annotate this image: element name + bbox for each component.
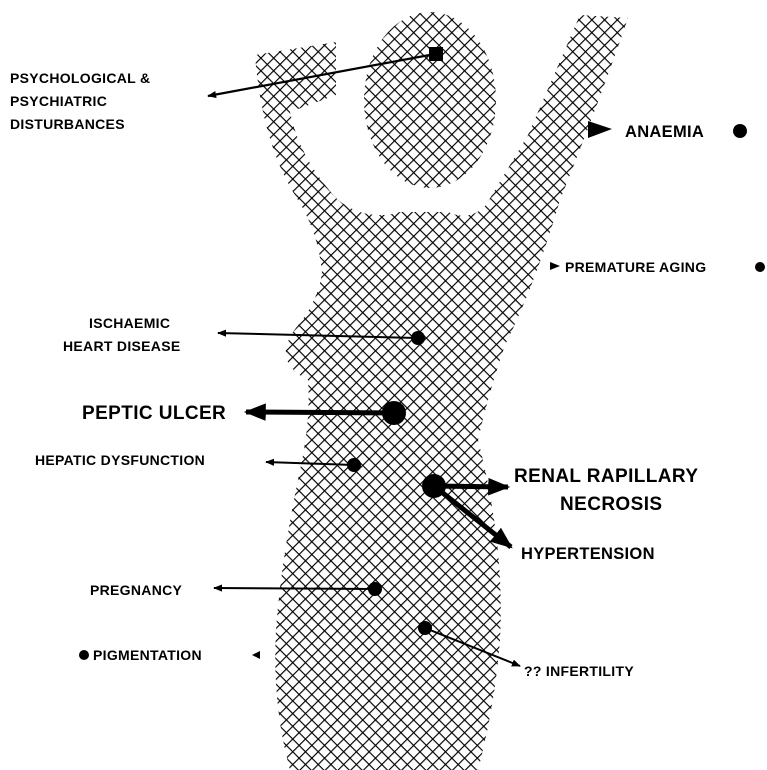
bullet-anaemia bbox=[733, 124, 747, 138]
connector-peptic-dot bbox=[382, 401, 406, 425]
connector-pregnancy bbox=[214, 588, 375, 589]
connector-hepatic-dot bbox=[347, 458, 361, 472]
label-renal-line2: NECROSIS bbox=[560, 494, 662, 515]
arrow-pigmentation bbox=[252, 651, 260, 659]
connector-peptic bbox=[246, 412, 394, 413]
label-ischaemic-line2: HEART DISEASE bbox=[63, 338, 180, 354]
label-anaemia: ANAEMIA bbox=[625, 123, 704, 141]
label-pigmentation: PIGMENTATION bbox=[93, 647, 202, 663]
label-pregnancy: PREGNANCY bbox=[90, 582, 183, 598]
body-silhouette bbox=[255, 12, 628, 770]
label-peptic-ulcer: PEPTIC ULCER bbox=[82, 403, 226, 424]
connector-infertility-dot bbox=[418, 621, 432, 635]
label-hepatic: HEPATIC DYSFUNCTION bbox=[35, 452, 205, 468]
label-ischaemic-line1: ISCHAEMIC bbox=[89, 315, 170, 331]
head-shape bbox=[364, 12, 496, 188]
connector-ischaemic-dot bbox=[411, 331, 425, 345]
arrow-premature-aging bbox=[550, 262, 560, 270]
bullet-pigmentation bbox=[79, 650, 89, 660]
connector-psych-dot bbox=[429, 47, 443, 61]
label-infertility: ?? INFERTILITY bbox=[524, 663, 634, 679]
connector-renal-dot bbox=[422, 474, 446, 498]
connector-pregnancy-dot bbox=[368, 582, 382, 596]
label-psych-line1: PSYCHOLOGICAL & bbox=[10, 70, 150, 86]
label-hypertension: HYPERTENSION bbox=[521, 545, 655, 563]
label-psych-line3: DISTURBANCES bbox=[10, 116, 125, 132]
bullet-premature-aging bbox=[755, 262, 765, 272]
label-premature-aging: PREMATURE AGING bbox=[565, 259, 706, 275]
arrow-anaemia bbox=[588, 121, 612, 138]
label-psych-line2: PSYCHIATRIC bbox=[10, 93, 107, 109]
label-renal-line1: RENAL RAPILLARY bbox=[514, 466, 698, 487]
